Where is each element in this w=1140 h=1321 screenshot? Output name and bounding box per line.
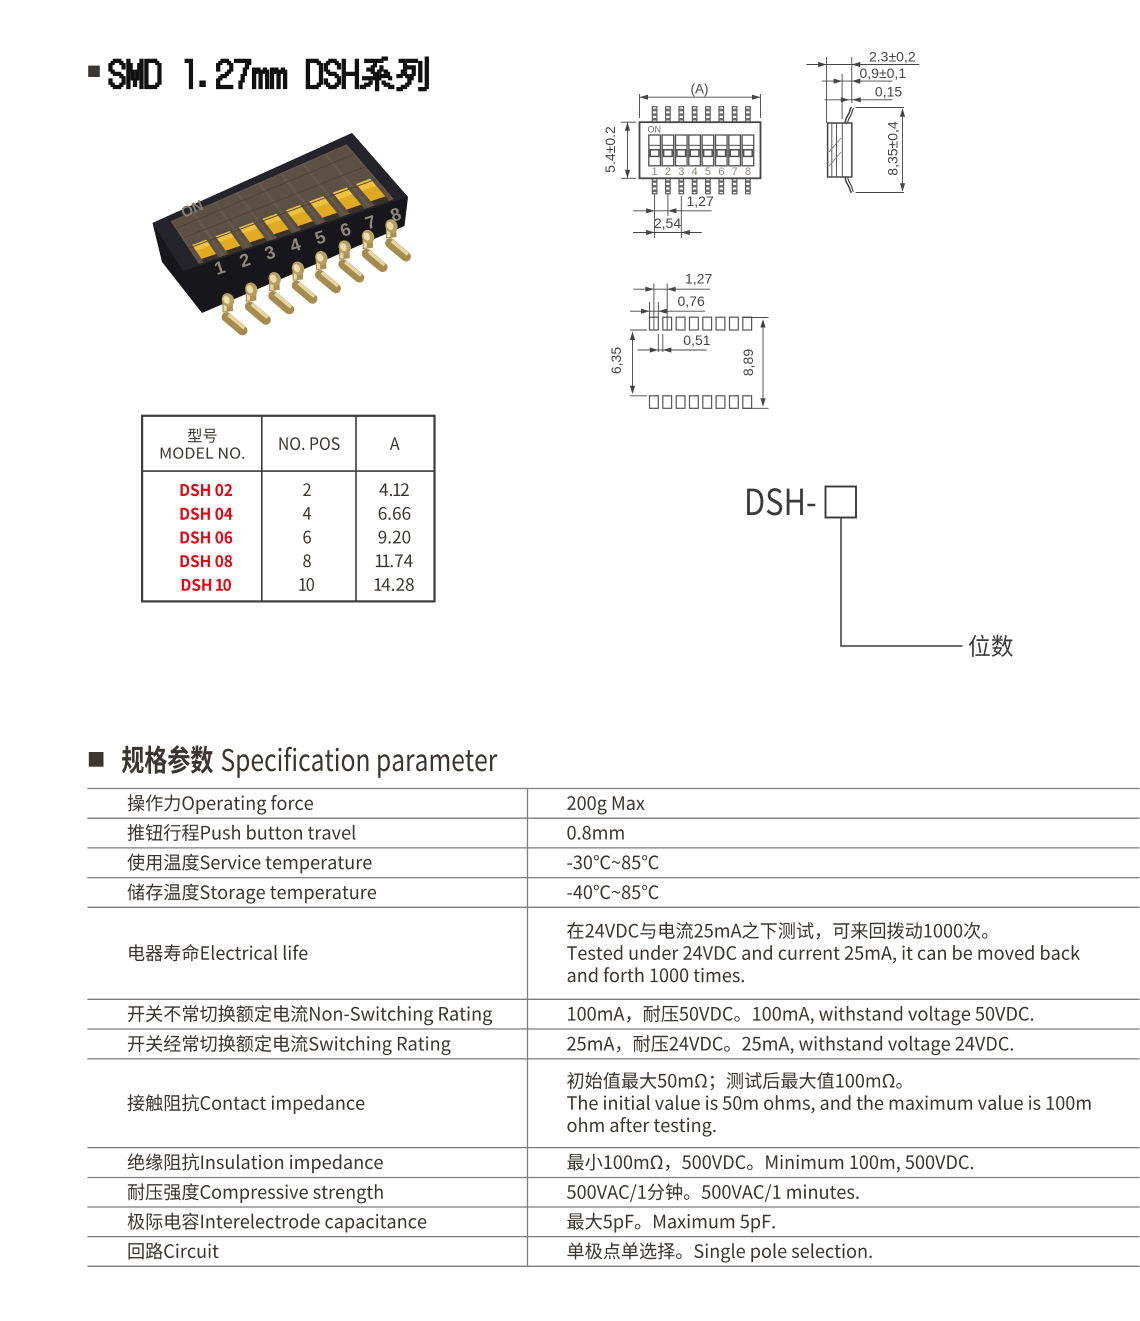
svg-text:1: 1 — [652, 166, 658, 178]
svg-text:(A): (A) — [691, 82, 709, 97]
svg-text:1,27: 1,27 — [685, 271, 712, 287]
svg-text:4: 4 — [692, 166, 698, 178]
svg-text:2: 2 — [665, 166, 671, 178]
svg-text:6,35: 6,35 — [608, 347, 624, 374]
svg-text:6: 6 — [718, 166, 724, 178]
svg-text:5: 5 — [705, 166, 711, 178]
svg-text:ON: ON — [648, 125, 662, 135]
svg-text:2,54: 2,54 — [654, 215, 681, 231]
svg-text:0,9±0,1: 0,9±0,1 — [860, 65, 907, 81]
svg-text:7: 7 — [732, 166, 738, 178]
svg-text:0,51: 0,51 — [683, 332, 710, 348]
svg-text:1,27: 1,27 — [687, 193, 714, 209]
svg-text:0,15: 0,15 — [875, 83, 902, 99]
svg-text:0,76: 0,76 — [678, 293, 705, 309]
svg-text:8,35±0,4: 8,35±0,4 — [885, 121, 901, 176]
svg-text:2.3±0,2: 2.3±0,2 — [869, 49, 916, 65]
svg-text:3: 3 — [678, 166, 684, 178]
svg-text:8: 8 — [745, 166, 751, 178]
svg-text:5.4±0.2: 5.4±0.2 — [602, 126, 618, 173]
svg-text:8,89: 8,89 — [740, 349, 756, 376]
